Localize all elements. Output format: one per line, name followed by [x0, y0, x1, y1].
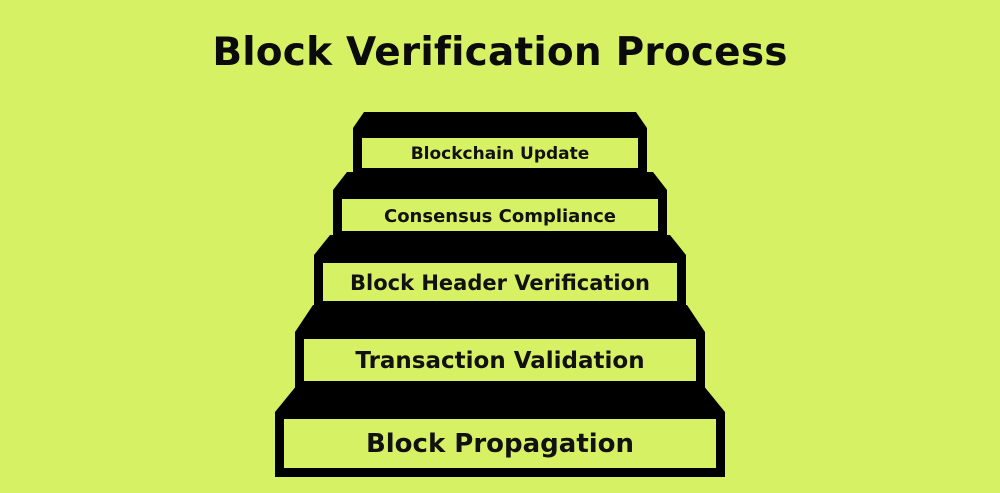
step-panel — [304, 339, 696, 381]
step-label: Block Propagation — [366, 429, 634, 459]
step-block-header-verification: Block Header Verification — [314, 235, 686, 307]
step-panel — [362, 138, 638, 168]
step-label: Consensus Compliance — [384, 206, 616, 227]
step-block-propagation: Block Propagation — [275, 385, 725, 477]
step-label: Blockchain Update — [411, 144, 590, 164]
step-transaction-validation: Transaction Validation — [295, 305, 705, 388]
step-panel — [323, 263, 677, 301]
step-consensus-compliance: Consensus Compliance — [333, 172, 667, 237]
step-label: Block Header Verification — [350, 271, 650, 295]
step-panel — [284, 419, 716, 468]
step-label: Transaction Validation — [355, 348, 644, 374]
step-panel — [342, 199, 658, 231]
step-blockchain-update: Blockchain Update — [353, 112, 647, 174]
diagram-title: Block Verification Process — [212, 30, 788, 75]
